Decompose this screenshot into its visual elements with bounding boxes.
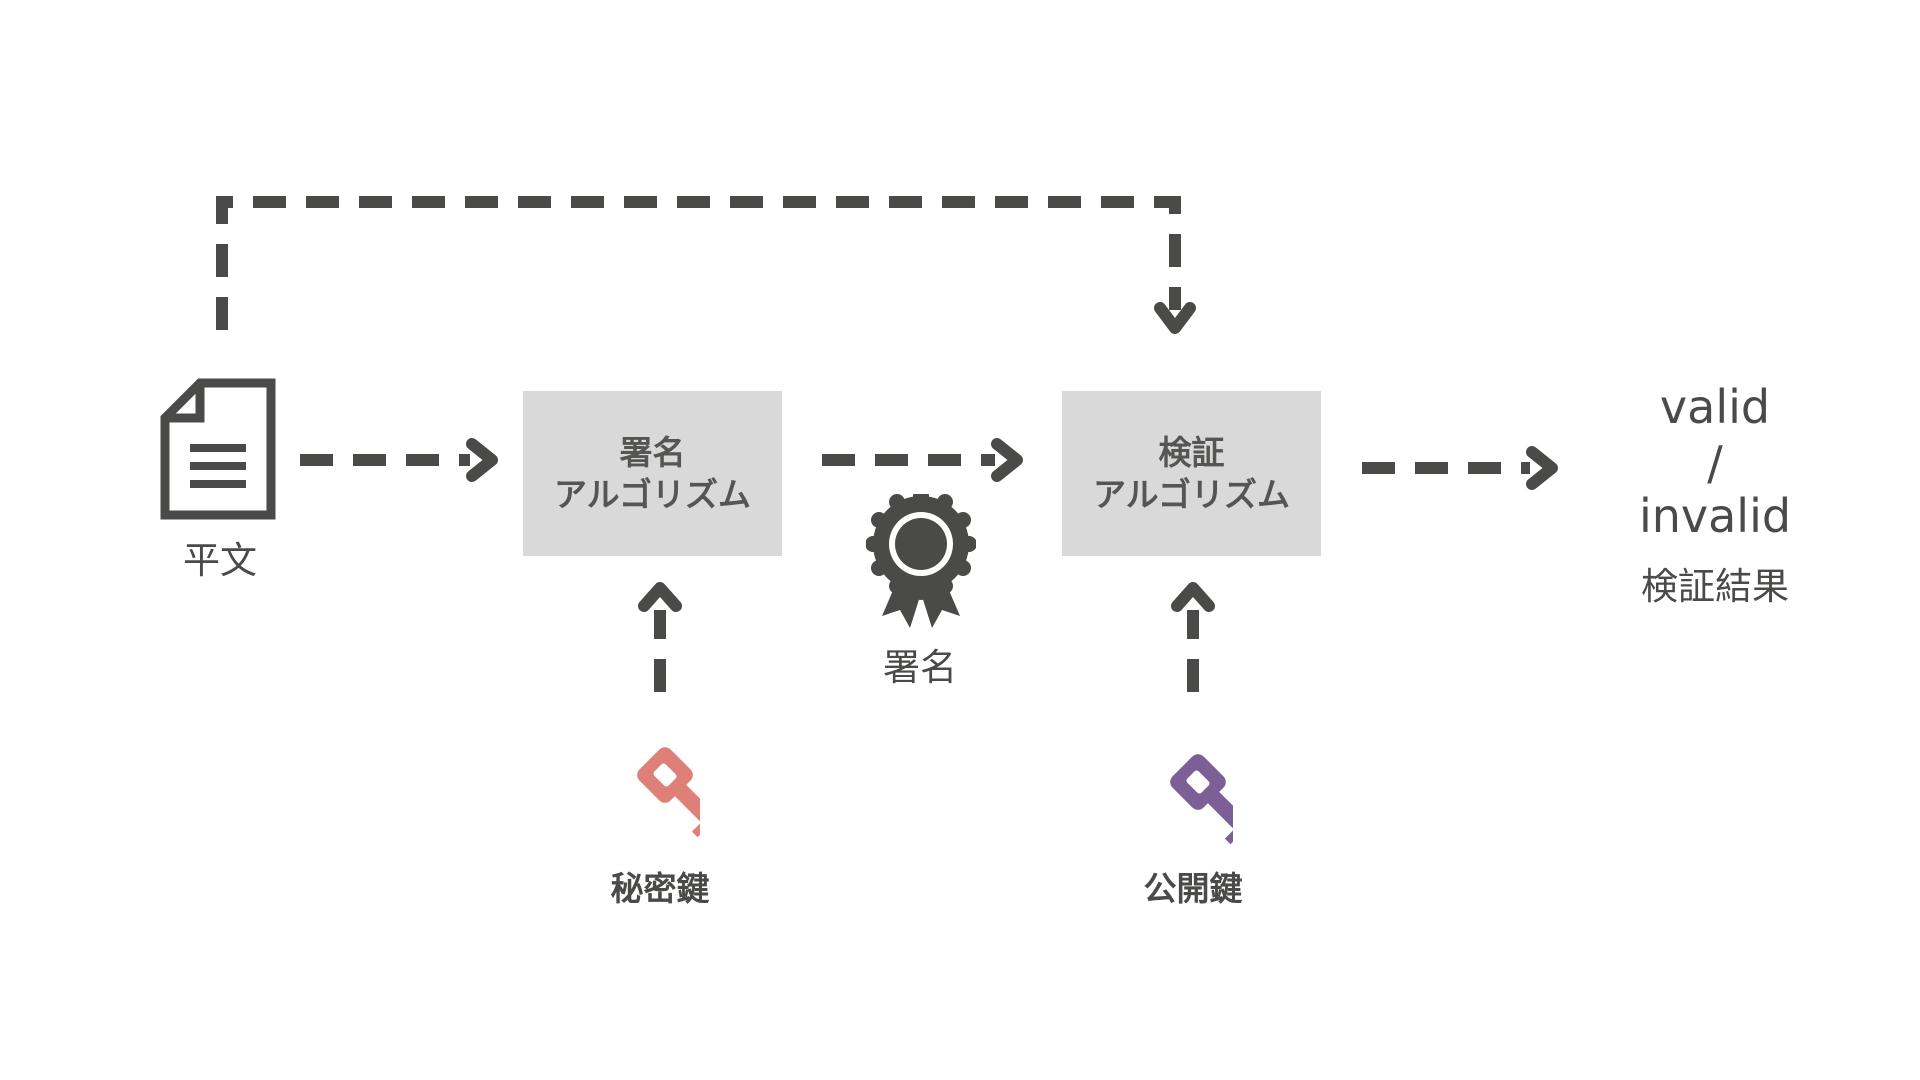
verification-algorithm-subtitle: アルゴリズム — [1092, 474, 1290, 514]
award-ribbon-icon — [866, 494, 976, 628]
plaintext-label: 平文 — [183, 539, 257, 582]
result-invalid: invalid — [1638, 489, 1792, 543]
verification-algorithm-box: 検証 アルゴリズム — [1062, 391, 1321, 556]
arrowhead-verification-bottom — [1171, 582, 1215, 612]
key-icon — [637, 747, 700, 838]
result-caption: 検証結果 — [1641, 565, 1789, 608]
result-slash: / — [1707, 436, 1723, 490]
signature-label: 署名 — [883, 646, 957, 689]
result-valid: valid — [1659, 380, 1771, 434]
arrowhead-signing-left — [466, 438, 498, 482]
arrowhead-result — [1526, 446, 1558, 490]
verification-algorithm-title: 検証 — [1158, 433, 1225, 473]
document-icon — [160, 378, 276, 520]
arrowhead-signing-bottom — [638, 582, 682, 612]
arrow-plaintext-to-verification — [216, 196, 1181, 330]
arrowhead-verification-left — [991, 438, 1023, 482]
public-key-label: 公開鍵 — [1143, 869, 1243, 908]
signing-algorithm-box: 署名 アルゴリズム — [523, 391, 782, 556]
signing-algorithm-subtitle: アルゴリズム — [553, 474, 751, 514]
private-key-label: 秘密鍵 — [610, 869, 710, 908]
signing-algorithm-title: 署名 — [619, 433, 686, 473]
key-icon — [1170, 754, 1233, 845]
arrowhead-verification-top — [1154, 302, 1196, 334]
